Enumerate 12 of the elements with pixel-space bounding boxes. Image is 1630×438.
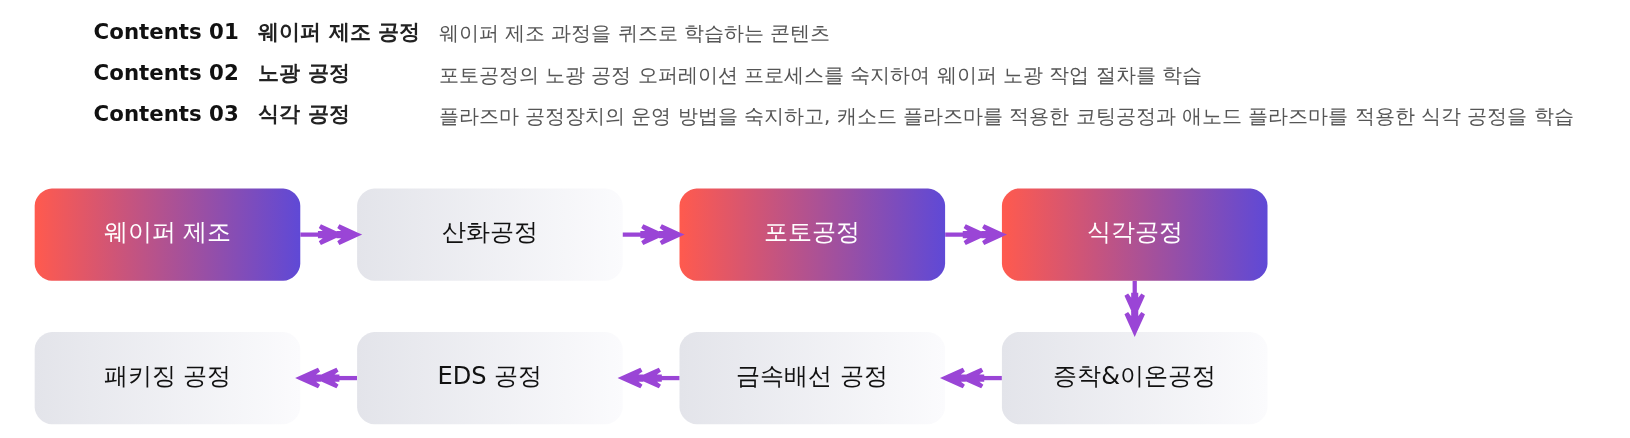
node-box: 식각공정 [1001,188,1267,281]
label: 웨이퍼 제조 과정을 퀴즈로 학습하는 콘텐츠 [438,22,830,46]
label: Contents 02 [93,59,239,85]
label: 노광 공정 [257,59,350,85]
label: 식각 공정 [257,101,350,126]
label: 웨이퍼 제조 공정 [257,18,420,44]
label: 플라즈마 공정장치의 운영 방법을 숙지하고, 캐소드 플라즈마를 적용한 코팅공정과 애노드 플라즈마를 적용한 식각 공정을 학습 [438,104,1574,128]
label: Contents 03 [93,101,239,126]
node-box: 포토공정 [679,188,945,281]
node-box: 웨이퍼 제조 [34,188,300,281]
label: Contents 01 [93,18,239,44]
label: 포토공정의 노광 공정 오퍼레이션 프로세스를 숙지하여 웨이퍼 노광 작업 절차를 학습 [438,63,1202,87]
